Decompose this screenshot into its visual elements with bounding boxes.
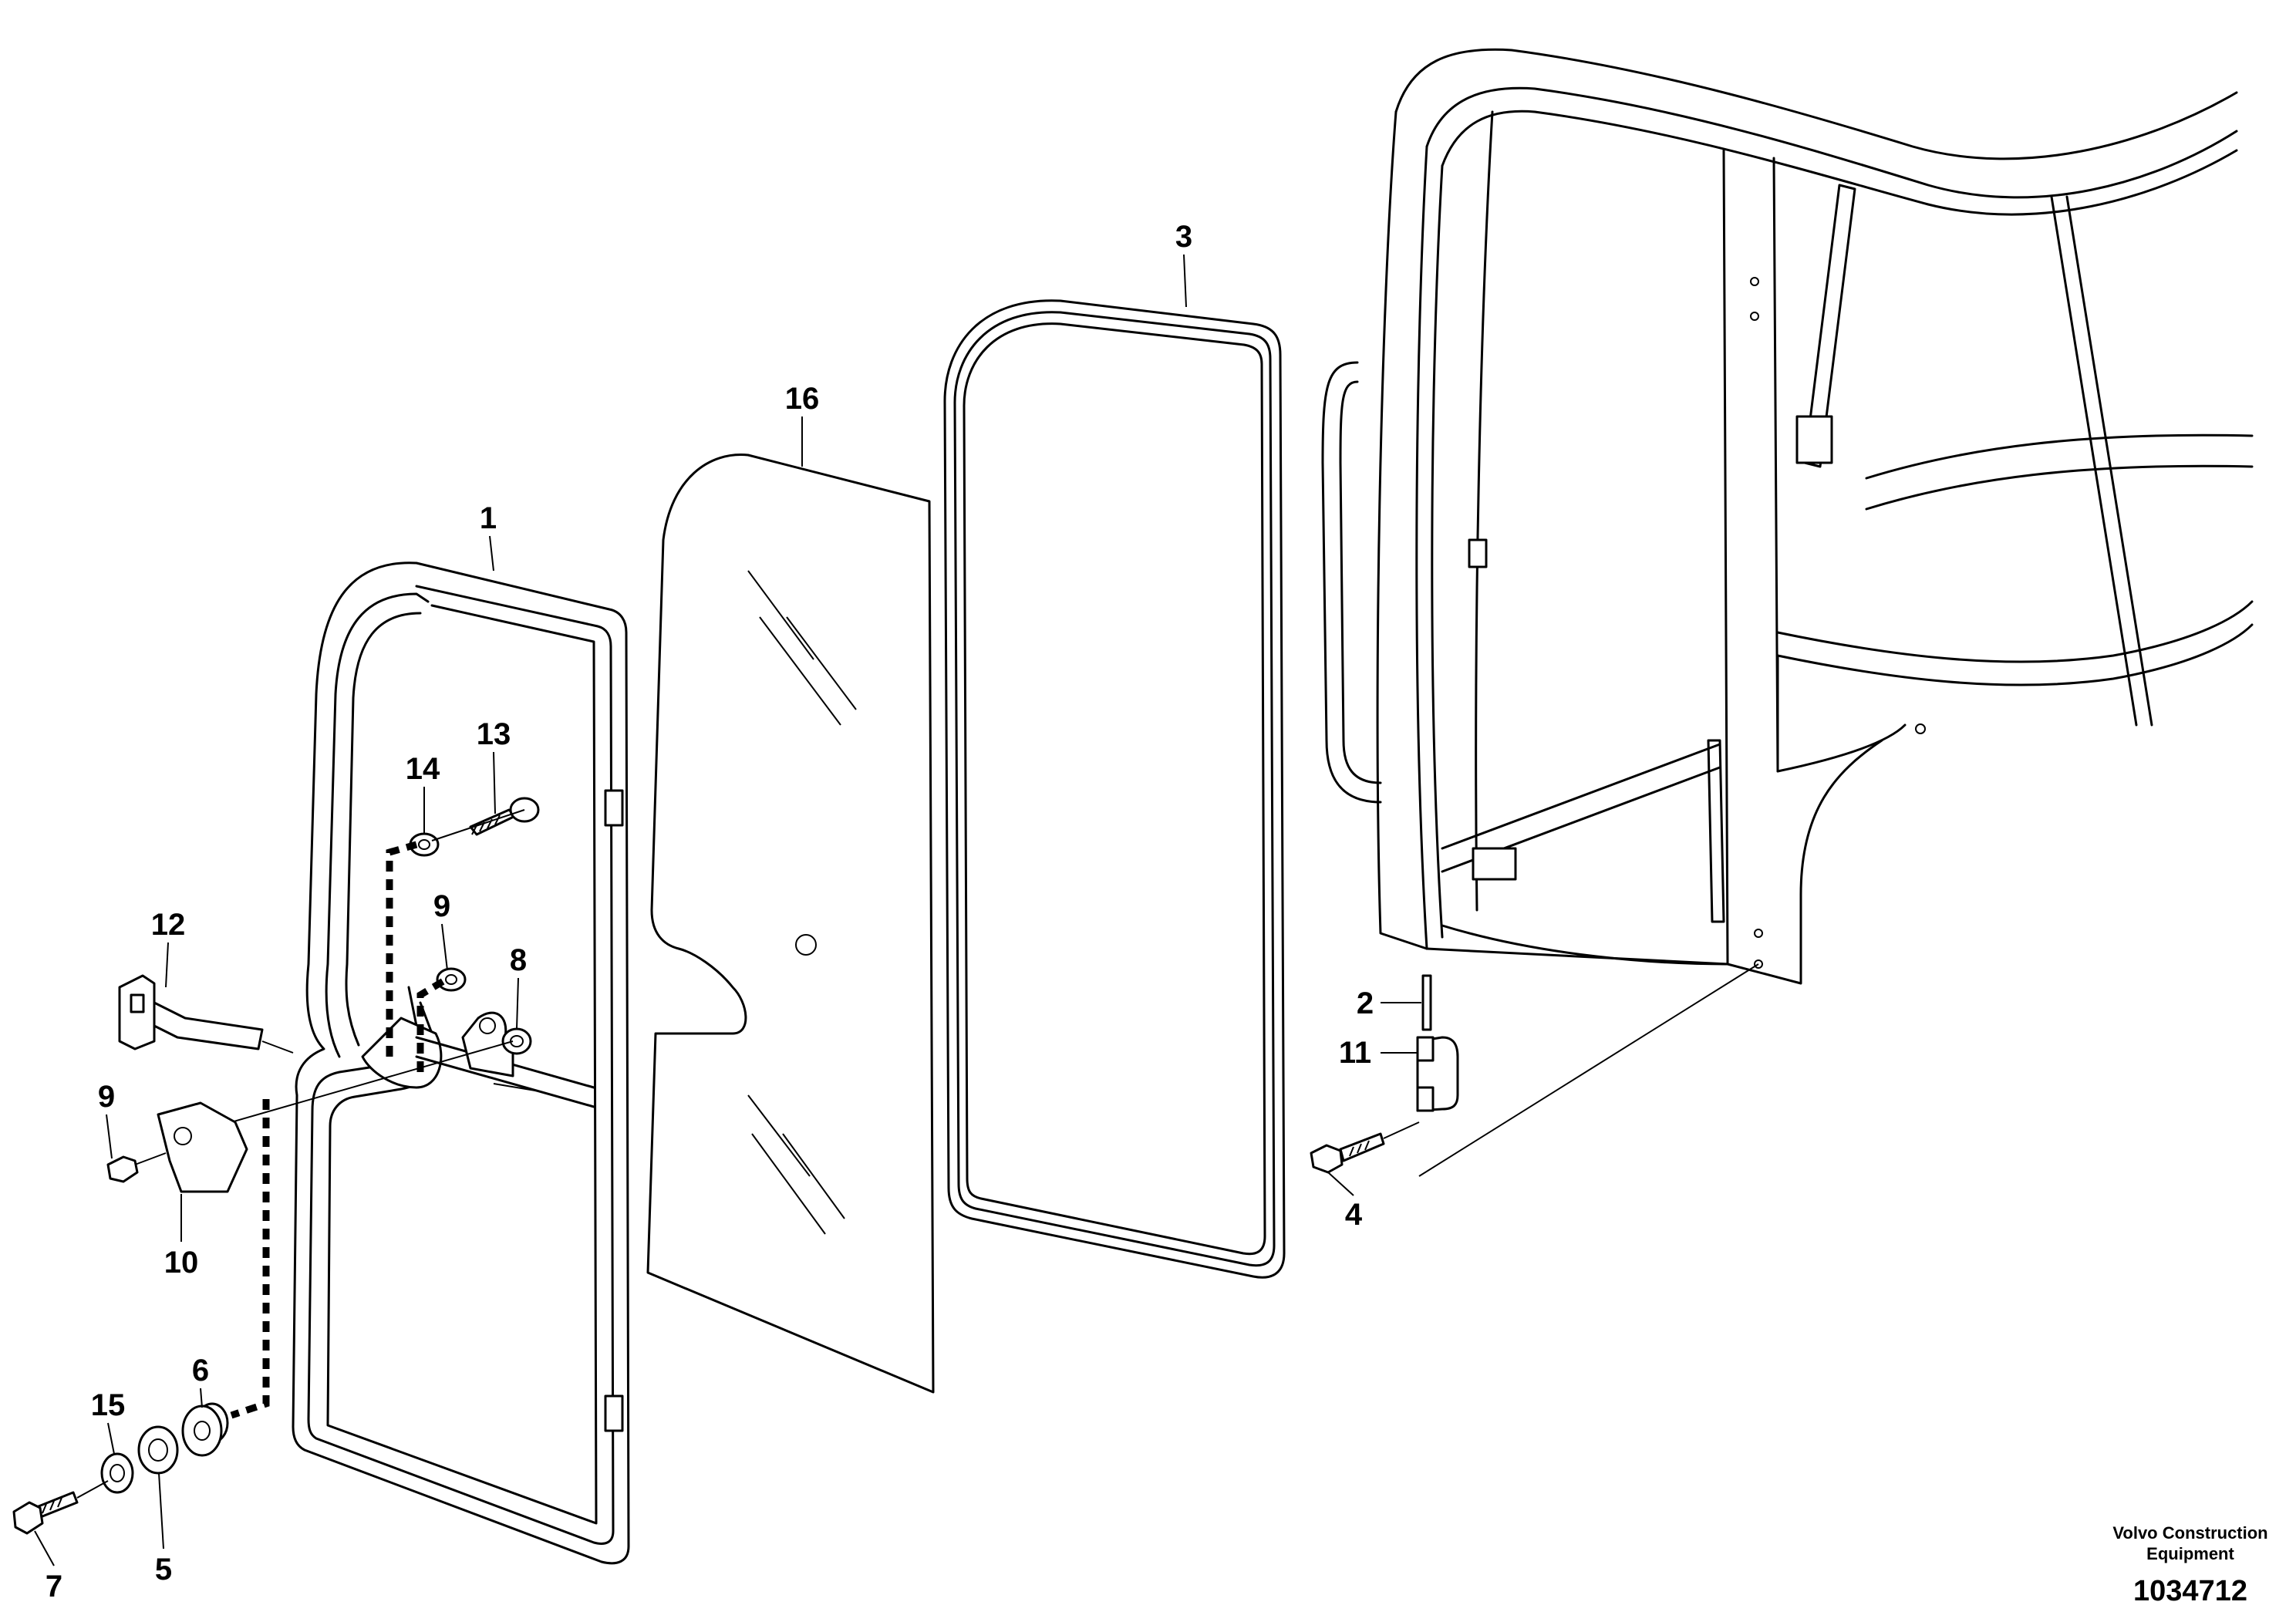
bolt-part-7 (12, 1480, 109, 1535)
callout-9-upper: 9 (433, 889, 450, 923)
callout-4: 4 (1345, 1198, 1363, 1232)
washer-part-14 (409, 832, 440, 857)
callout-16: 16 (785, 382, 820, 416)
callout-3: 3 (1175, 220, 1192, 254)
callout-7: 7 (46, 1570, 62, 1603)
bolt-part-9-lower (106, 1152, 167, 1183)
callout-14: 14 (406, 752, 440, 786)
bracket-part-12 (118, 974, 294, 1054)
callout-13: 13 (477, 717, 511, 751)
callout-9-lower: 9 (98, 1080, 115, 1114)
callout-10: 10 (164, 1246, 199, 1280)
publisher-credit-line1: Volvo Construction (2112, 1523, 2267, 1543)
hinge-part-11 (1416, 1036, 1459, 1112)
callout-1: 1 (480, 501, 497, 535)
callout-2: 2 (1357, 986, 1374, 1020)
washer-part-5 (137, 1425, 179, 1475)
callout-15: 15 (91, 1388, 126, 1422)
nut-part-8 (501, 1027, 532, 1055)
assembly-line-lower (230, 1099, 270, 1419)
door-frame-part-1 (292, 561, 630, 1565)
pin-part-2 (1421, 974, 1432, 1031)
callout-5: 5 (155, 1553, 172, 1587)
glass-panel-part-16 (646, 454, 935, 1394)
assembly-line-upper (386, 841, 418, 1057)
callout-8: 8 (510, 943, 527, 977)
callout-12: 12 (151, 908, 186, 942)
document-number: 1034712 (2133, 1575, 2247, 1607)
leader-lines (34, 254, 1421, 1566)
callout-6: 6 (192, 1354, 209, 1388)
bolt-part-4 (1310, 1121, 1420, 1174)
window-seal-part-3 (943, 299, 1286, 1279)
nut-part-9-upper (436, 967, 467, 992)
cab-structure (1321, 48, 2254, 985)
bushing-part-6 (181, 1402, 229, 1457)
assembly-line-middle (416, 978, 446, 1072)
callout-11: 11 (1339, 1036, 1371, 1070)
hinge-plate-part-10 (157, 1101, 248, 1193)
publisher-credit-line2: Equipment (2146, 1544, 2234, 1563)
washer-part-15 (100, 1452, 134, 1494)
